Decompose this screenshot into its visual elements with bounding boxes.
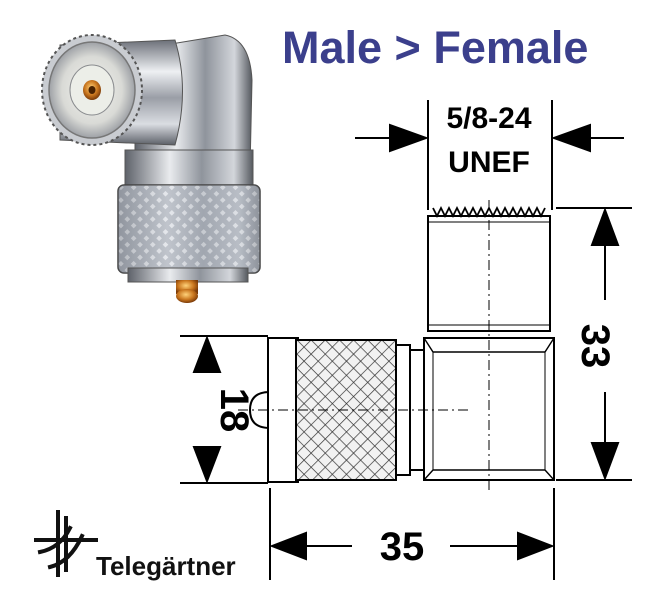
length-value: 35 xyxy=(380,525,425,569)
male-part-outline xyxy=(248,337,425,483)
length-dimension xyxy=(269,488,555,580)
height-value: 33 xyxy=(573,324,617,369)
diameter-dimension xyxy=(180,335,268,484)
thread-dimension xyxy=(355,100,624,210)
thread-standard-label: UNEF xyxy=(448,146,530,179)
connector-photo xyxy=(41,34,261,303)
thread-size-label: 5/8-24 xyxy=(446,102,531,135)
height-dimension xyxy=(556,207,632,481)
telegaertner-logo-icon xyxy=(34,510,98,577)
brand-name: Telegärtner xyxy=(96,551,236,581)
page-title: Male > Female xyxy=(282,22,589,73)
diameter-value: 18 xyxy=(212,388,256,433)
